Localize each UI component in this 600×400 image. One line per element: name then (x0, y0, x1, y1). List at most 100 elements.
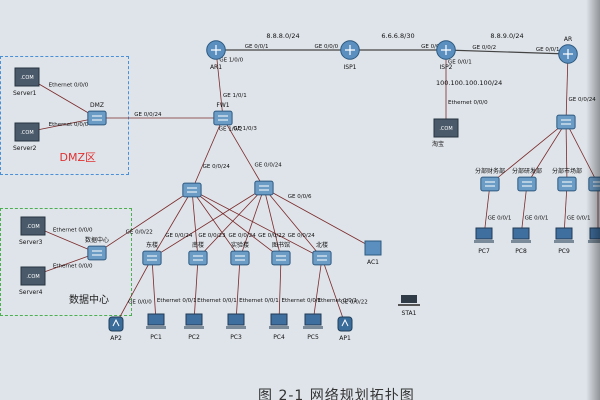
server-icon (20, 216, 46, 236)
switch-icon (480, 176, 500, 192)
laptop-icon (401, 295, 417, 303)
node-pc8[interactable]: PC8 (511, 227, 531, 255)
link-fw1-core1 (191, 117, 224, 191)
node-core2[interactable] (254, 180, 274, 196)
pc-icon (475, 227, 493, 240)
switch-arrows-icon (485, 181, 495, 187)
node-label: FW1 (216, 102, 229, 109)
node-br3[interactable]: 分部市场部 (552, 167, 582, 192)
datacenter-zone-label: 数据中心 (69, 295, 109, 306)
link-br_sw-br2 (526, 121, 567, 185)
port-label: GE 0/0/22 (126, 229, 153, 235)
port-label: Ethernet 0/0/1 (197, 298, 237, 304)
switch-icon (188, 250, 208, 266)
node-pc10[interactable] (588, 227, 600, 243)
node-label: Server1 (13, 90, 37, 97)
node-label: 图书馆 (272, 241, 290, 249)
node-label: Server2 (13, 145, 37, 152)
antenna-icon (112, 318, 120, 327)
node-label: 分部市场部 (552, 167, 582, 175)
link-core1-acc2 (191, 189, 199, 259)
node-pc4[interactable]: PC4 (269, 313, 289, 341)
network-label: 8.8.8.0/24 (266, 32, 299, 40)
port-label: Ethernet 0/0/0 (53, 228, 93, 234)
port-label: GE 1/0/2 (219, 126, 243, 132)
port-label: Ethernet 0/0/0 (448, 100, 488, 106)
link-acc2-pc2 (193, 257, 199, 323)
node-core1[interactable] (182, 182, 202, 198)
pc-icon (270, 313, 288, 326)
port-label: GE 0/0/1 (525, 215, 549, 221)
node-ac1[interactable]: AC1 (364, 240, 382, 266)
router-arrows-icon (441, 45, 451, 55)
pc-keyboard-icon (146, 326, 166, 329)
pc-keyboard-icon (588, 240, 600, 243)
port-label: GE 0/0/1 (245, 44, 269, 50)
port-label: GE 0/0/1 (567, 215, 591, 221)
node-br1[interactable]: 分部财务部 (475, 167, 505, 192)
link-acc4-pc4 (278, 257, 282, 323)
link-acc5-ap1 (321, 257, 346, 325)
pc-icon (589, 227, 600, 240)
link-br_sw-br4 (565, 121, 599, 185)
node-label: PC4 (273, 334, 285, 341)
node-ar1[interactable]: AR1 (206, 40, 226, 71)
node-acc5[interactable]: 北楼 (312, 241, 332, 266)
node-dmz_sw[interactable]: DMZ (87, 102, 107, 126)
node-sta1[interactable]: STA1 (398, 295, 420, 317)
node-acc1[interactable]: 东楼 (142, 241, 162, 266)
node-pc2[interactable]: PC2 (184, 313, 204, 341)
node-dc_sw[interactable]: 数据中心 (85, 236, 109, 261)
port-label: Ethernet 0/0/1 (239, 298, 279, 304)
switch-arrows-icon (193, 255, 203, 261)
server-icon-glyph: .COM (20, 75, 33, 81)
node-isp1[interactable]: ISP1 (340, 40, 360, 71)
links-layer (26, 49, 599, 325)
node-pc5[interactable]: PC5 (303, 313, 323, 341)
node-label: 分部财务部 (475, 167, 505, 175)
node-br_sw[interactable] (556, 114, 576, 130)
node-server2[interactable]: .COM Server2 (13, 122, 40, 152)
link-core1-acc4 (191, 189, 282, 259)
node-label: PC7 (478, 248, 490, 255)
switch-arrows-icon (522, 181, 532, 187)
router-arrows-icon (211, 45, 221, 55)
node-fw1[interactable]: FW1 (213, 102, 233, 126)
pc-icon (227, 313, 245, 326)
access-point-icon (108, 316, 124, 332)
node-acc3[interactable]: 实验楼 (230, 241, 250, 266)
node-server1[interactable]: .COM Server1 (13, 67, 40, 97)
node-br2[interactable]: 分部研发部 (512, 167, 542, 192)
node-ap2[interactable]: AP2 (108, 316, 124, 342)
node-pc7[interactable]: PC7 (474, 227, 494, 255)
link-acc1-pc1 (151, 257, 157, 323)
switch-arrows-icon (218, 115, 228, 121)
node-pc9[interactable]: PC9 (554, 227, 574, 255)
node-pc3[interactable]: PC3 (226, 313, 246, 341)
node-acc4[interactable]: 图书馆 (271, 241, 291, 266)
node-br4[interactable] (588, 176, 600, 192)
node-acc2[interactable]: 南楼 (188, 241, 208, 266)
switch-icon (517, 176, 537, 192)
switch-arrows-icon (92, 115, 102, 121)
port-label: GE 0/0/24 (165, 233, 193, 239)
datacenter-zone: 数据中心 (0, 208, 132, 316)
port-label: GE 0/0/22 (258, 233, 285, 239)
node-isp2[interactable]: ISP2 (436, 40, 456, 71)
server-icon-glyph: .COM (26, 274, 39, 280)
node-pc1[interactable]: PC1 (146, 313, 166, 341)
port-label: GE 0/0/24 (288, 233, 316, 239)
node-ap1[interactable]: AP1 (337, 316, 353, 342)
switch-arrows-icon (561, 119, 571, 125)
port-label: GE 1/0/3 (233, 126, 257, 132)
node-ar[interactable]: AR (558, 36, 578, 64)
pc-keyboard-icon (269, 326, 289, 329)
link-isp2-ar (445, 49, 569, 55)
link-fw1-core2 (222, 117, 265, 189)
server-icon-glyph: .COM (20, 130, 33, 136)
